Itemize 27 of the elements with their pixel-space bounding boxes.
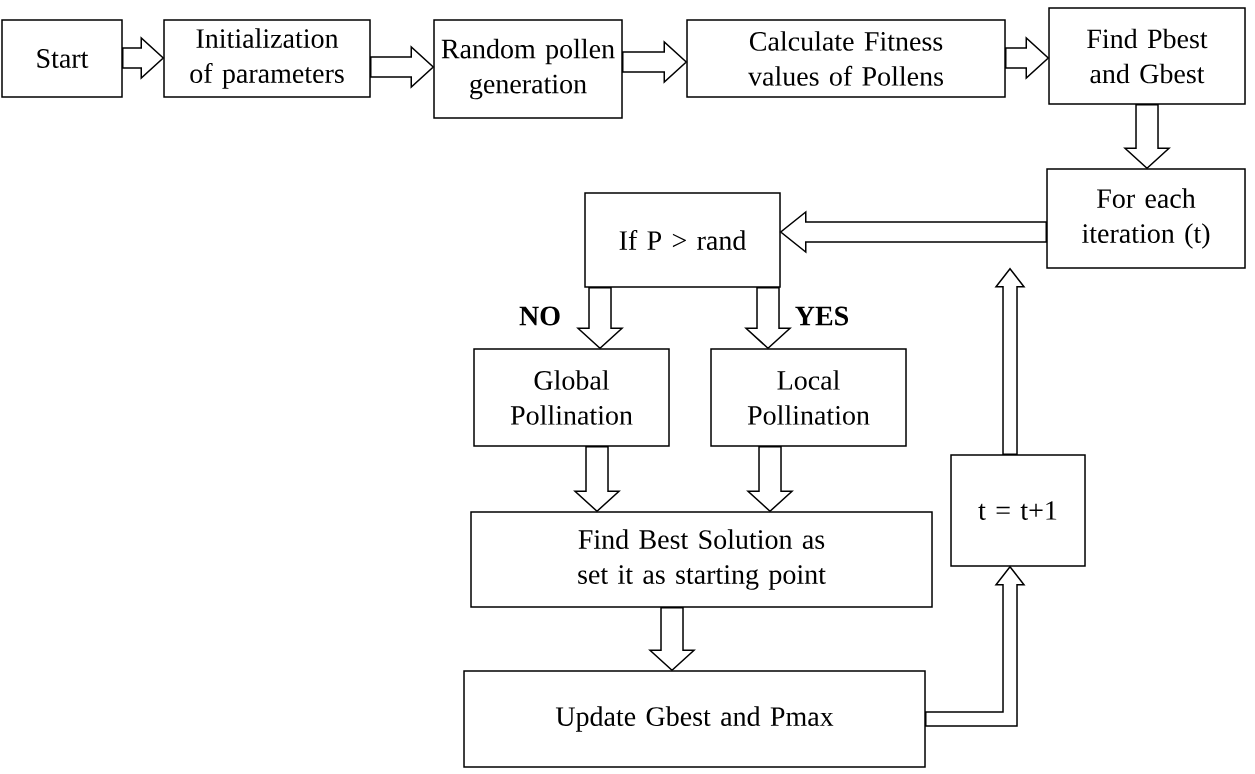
process-box: If P > rand: [584, 192, 781, 288]
block-arrow: [746, 446, 794, 513]
block-arrow: [1123, 104, 1171, 170]
process-box: For each iteration (t): [1046, 168, 1246, 269]
block-arrow: [622, 40, 688, 84]
process-box: Find Pbest and Gbest: [1048, 7, 1246, 105]
block-arrow: [573, 446, 621, 513]
block-arrow: [648, 607, 696, 672]
block-arrow: [994, 267, 1026, 455]
block-arrow: [576, 287, 624, 350]
block-arrow: [925, 565, 1026, 727]
process-box: Initialization of parameters: [163, 19, 371, 98]
block-arrow: [122, 36, 165, 80]
process-box: Calculate Fitness values of Pollens: [686, 19, 1006, 98]
process-box: Global Pollination: [473, 348, 670, 447]
block-arrow: [779, 210, 1047, 254]
process-box: t = t+1: [950, 454, 1086, 567]
block-arrow: [1005, 36, 1050, 80]
block-arrow: [370, 45, 435, 89]
edge-label: NO: [518, 305, 562, 327]
block-arrow: [744, 287, 792, 350]
process-box: Random pollen generation: [433, 19, 623, 119]
process-box: Update Gbest and Pmax: [463, 670, 926, 768]
process-box: Local Pollination: [710, 348, 907, 447]
edge-label: YES: [793, 305, 851, 327]
process-box: Start: [1, 19, 123, 98]
process-box: Find Best Solution as set it as starting point: [470, 511, 933, 608]
